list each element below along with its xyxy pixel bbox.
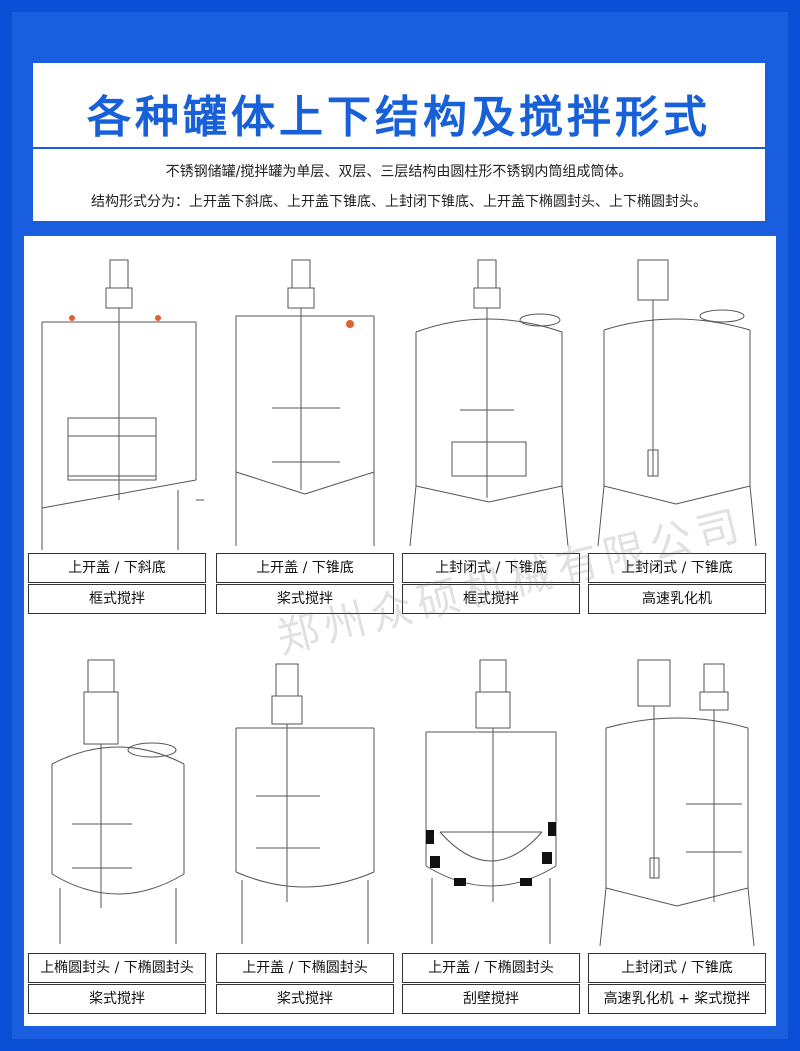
- header-divider: [33, 147, 765, 149]
- tank-structure-label: 上开盖 / 下椭圆封头: [402, 953, 580, 983]
- tank-structure-label: 上封闭式 / 下锥底: [402, 553, 580, 583]
- tank-drawing-flat-top-elliptical-bottom: [235, 663, 375, 944]
- header-panel: 各种罐体上下结构及搅拌形式 不锈钢储罐/搅拌罐为单层、双层、三层结构由圆柱形不锈…: [30, 60, 768, 224]
- tank-mixer-label: 框式搅拌: [402, 584, 580, 614]
- tank-drawing-closed-top-emulsifier: [597, 259, 757, 547]
- tank-drawing-flat-top-cone-bottom: [235, 259, 375, 546]
- tank-mixer-label: 高速乳化机 + 桨式搅拌: [588, 984, 766, 1014]
- tank-structure-label: 上椭圆封头 / 下椭圆封头: [28, 953, 206, 983]
- description-line-2: 结构形式分为：上开盖下斜底、上开盖下锥底、上封闭下锥底、上开盖下椭圆封头、上下椭…: [91, 194, 707, 210]
- tank-drawing-closed-top-cone-bottom: [409, 259, 569, 547]
- tank-drawing-elliptical-heads: [51, 659, 185, 944]
- tank-structure-label: 上开盖 / 下斜底: [28, 553, 206, 583]
- tank-mixer-label: 桨式搅拌: [28, 984, 206, 1014]
- tank-drawing-scraper-mixer: [425, 659, 557, 944]
- tank-mixer-label: 桨式搅拌: [216, 984, 394, 1014]
- tank-mixer-label: 框式搅拌: [28, 584, 206, 614]
- tank-structure-label: 上封闭式 / 下锥底: [588, 553, 766, 583]
- tank-mixer-label: 高速乳化机: [588, 584, 766, 614]
- tank-mixer-label: 桨式搅拌: [216, 584, 394, 614]
- tank-grid-panel: [24, 236, 776, 1026]
- tank-drawing-flat-top-sloped-bottom: [41, 259, 204, 550]
- tank-mixer-label: 刮壁搅拌: [402, 984, 580, 1014]
- tank-structure-label: 上开盖 / 下椭圆封头: [216, 953, 394, 983]
- tank-drawing-emulsifier-and-paddle: [599, 659, 755, 947]
- tank-structure-label: 上开盖 / 下锥底: [216, 553, 394, 583]
- description-line-1: 不锈钢储罐/搅拌罐为单层、双层、三层结构由圆柱形不锈钢内筒组成筒体。: [165, 164, 633, 180]
- page-title: 各种罐体上下结构及搅拌形式: [87, 92, 711, 143]
- tank-structure-label: 上封闭式 / 下锥底: [588, 953, 766, 983]
